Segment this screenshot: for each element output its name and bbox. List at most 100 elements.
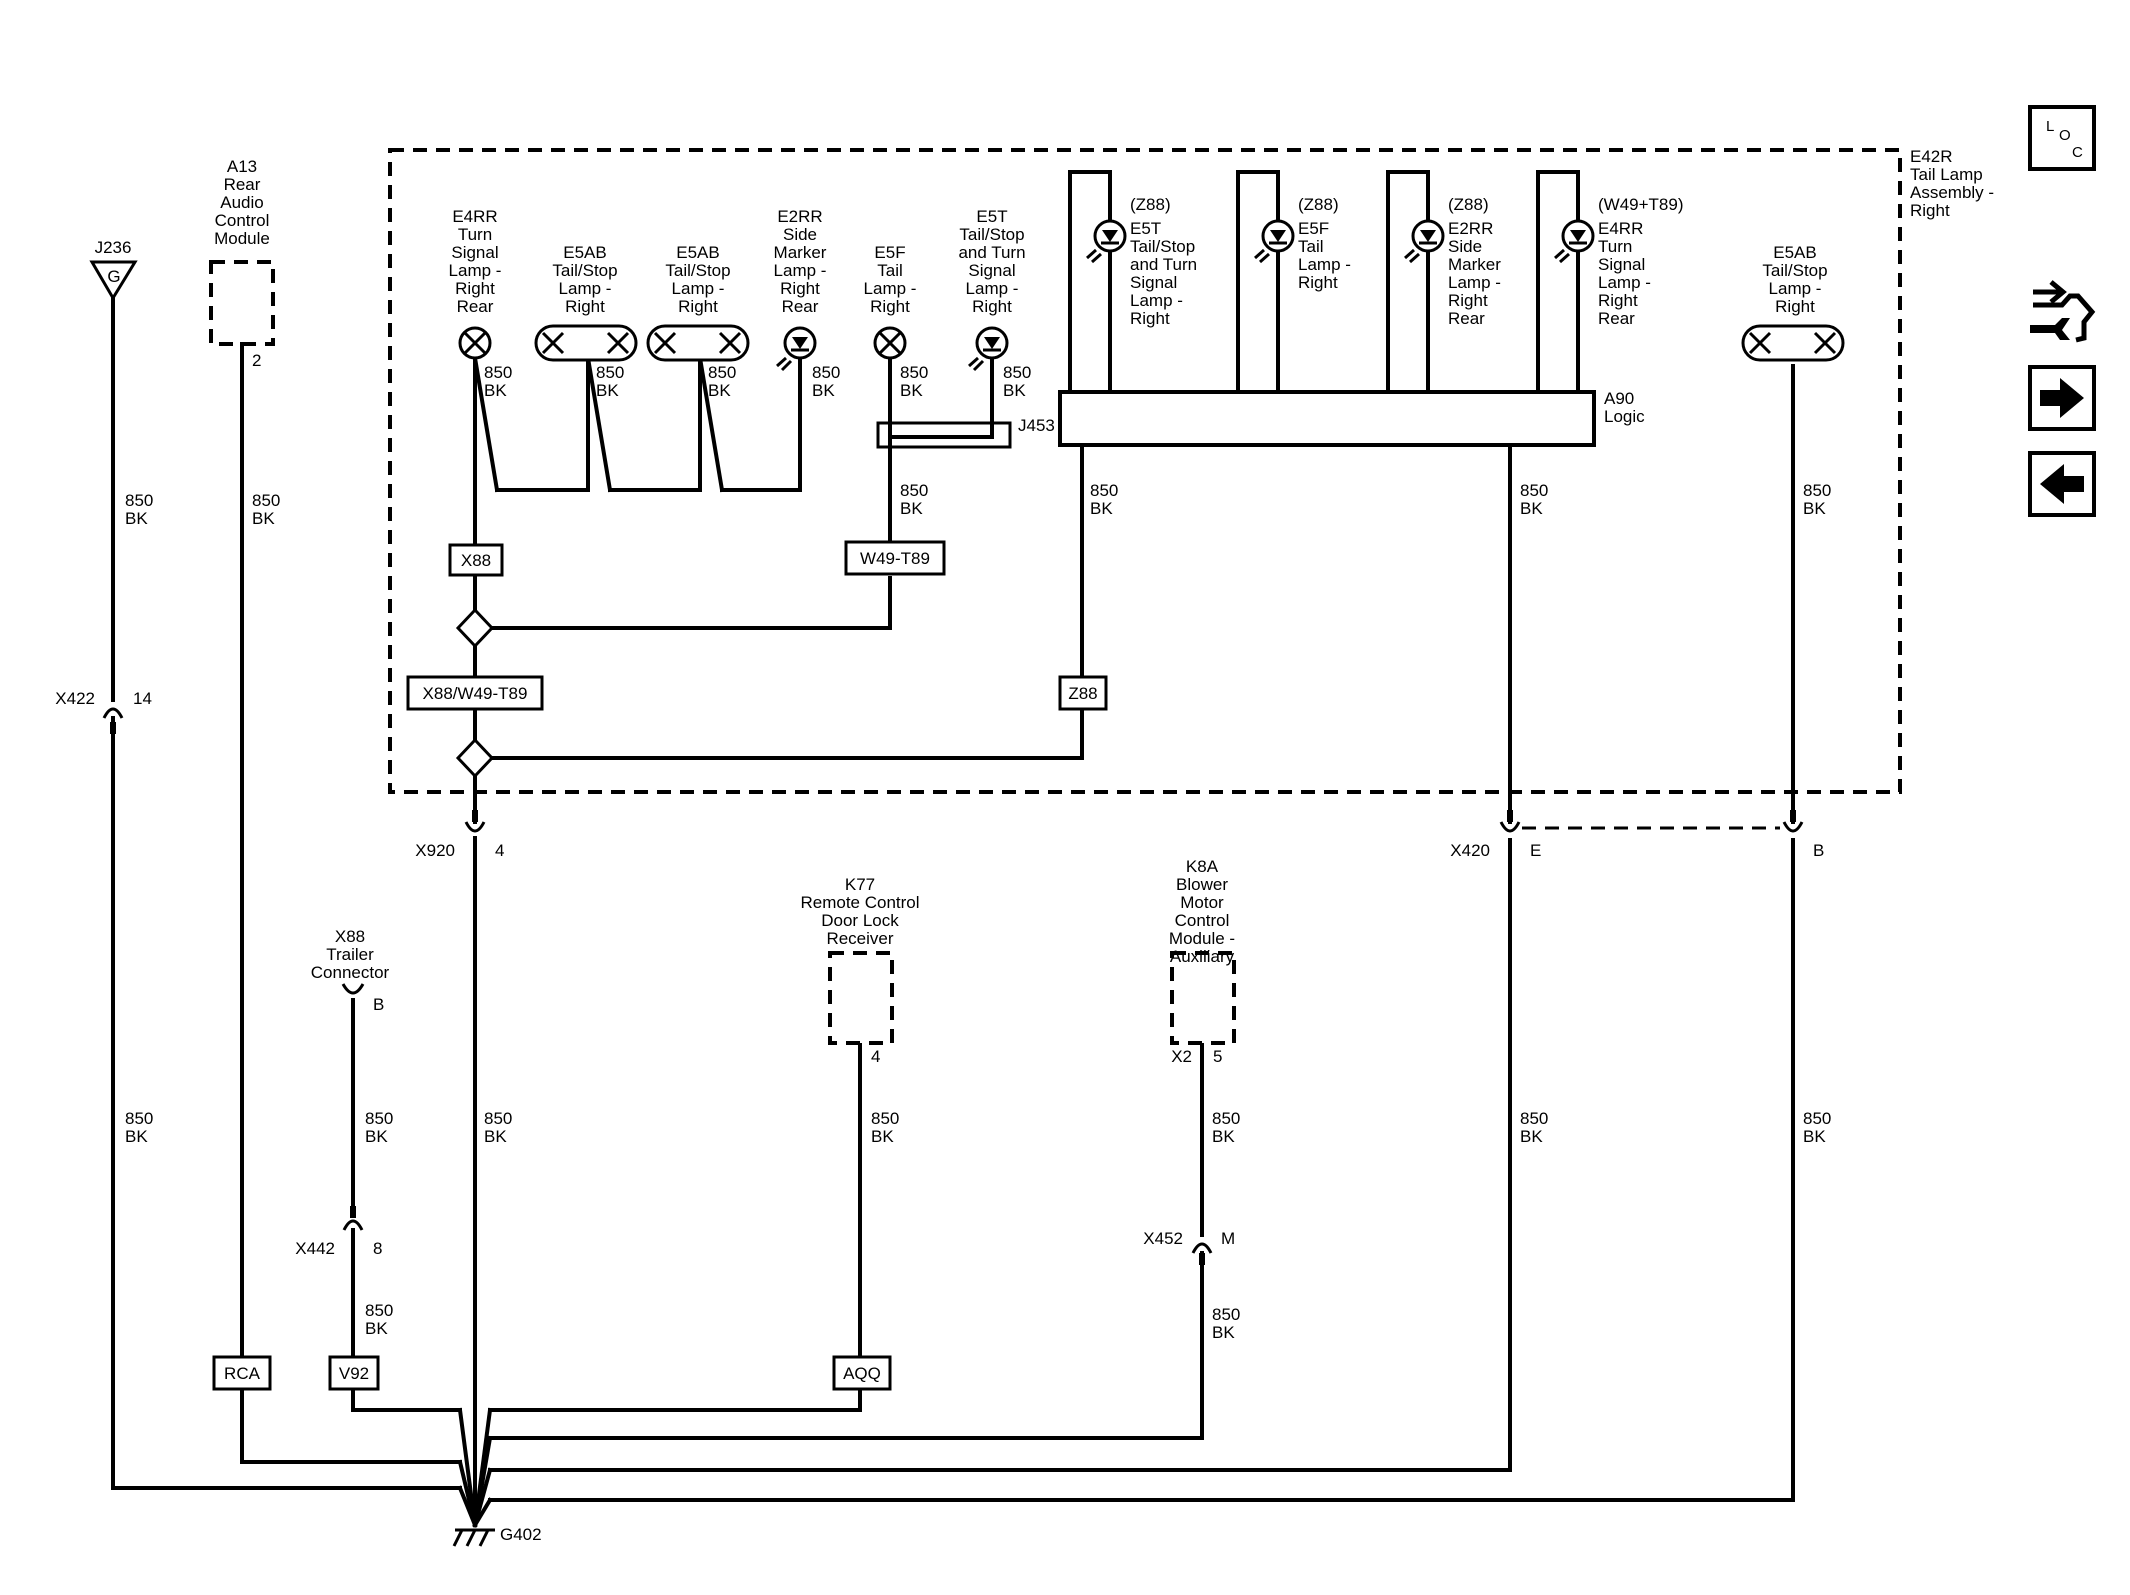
svg-text:Tail/Stop: Tail/Stop — [959, 225, 1024, 244]
svg-text:Right: Right — [1130, 309, 1170, 328]
svg-text:L: L — [2046, 118, 2054, 135]
connector-wrench-icon[interactable] — [2030, 280, 2096, 343]
svg-text:(Z88): (Z88) — [1130, 195, 1171, 214]
svg-text:Lamp -: Lamp - — [1598, 273, 1651, 292]
svg-text:4: 4 — [495, 841, 504, 860]
svg-text:Right: Right — [1598, 291, 1638, 310]
svg-text:BK: BK — [125, 509, 148, 528]
svg-text:Tail/Stop: Tail/Stop — [1130, 237, 1195, 256]
a90-name: A90 — [1604, 389, 1634, 408]
svg-text:850: 850 — [1090, 481, 1118, 500]
k8a-module: K8A Blower Motor Control Module - Auxili… — [1169, 857, 1236, 1066]
svg-text:850: 850 — [125, 491, 153, 510]
option-box-z88: Z88 — [1058, 675, 1108, 711]
svg-text:X920: X920 — [415, 841, 455, 860]
svg-text:Rear: Rear — [1448, 309, 1485, 328]
svg-text:Signal: Signal — [968, 261, 1015, 280]
svg-text:BK: BK — [1803, 499, 1826, 518]
lamp-e5t-led-icon — [968, 326, 1009, 372]
forward-button[interactable] — [2028, 365, 2096, 431]
svg-text:E5AB: E5AB — [1773, 243, 1816, 262]
svg-text:E4RR: E4RR — [452, 207, 497, 226]
svg-text:Right: Right — [678, 297, 718, 316]
svg-text:Audio: Audio — [220, 193, 263, 212]
svg-text:BK: BK — [1212, 1323, 1235, 1342]
svg-text:Door Lock: Door Lock — [821, 911, 899, 930]
svg-text:Tail: Tail — [877, 261, 903, 280]
svg-text:X2: X2 — [1171, 1047, 1192, 1066]
svg-text:AQQ: AQQ — [843, 1364, 881, 1383]
lamp-label-e5ab-2: E5AB Tail/Stop Lamp - Right — [665, 243, 730, 316]
svg-text:Right: Right — [870, 297, 910, 316]
svg-text:and Turn: and Turn — [958, 243, 1025, 262]
svg-text:850: 850 — [252, 491, 280, 510]
assembly-desc-1: Tail Lamp — [1910, 165, 1983, 184]
svg-text:E5T: E5T — [1130, 219, 1161, 238]
svg-text:Lamp -: Lamp - — [449, 261, 502, 280]
svg-text:E2RR: E2RR — [777, 207, 822, 226]
svg-text:850: 850 — [484, 1109, 512, 1128]
svg-text:BK: BK — [1803, 1127, 1826, 1146]
svg-text:Control: Control — [1175, 911, 1230, 930]
svg-text:X420: X420 — [1450, 841, 1490, 860]
splice-diamond-2 — [455, 737, 495, 779]
upper-led-icon-2 — [1254, 219, 1295, 264]
svg-text:E2RR: E2RR — [1448, 219, 1493, 238]
svg-text:O: O — [2059, 127, 2071, 144]
option-box-aqq: AQQ — [832, 1355, 892, 1391]
svg-text:850: 850 — [708, 363, 736, 382]
svg-text:A13: A13 — [227, 157, 257, 176]
svg-text:Right: Right — [780, 279, 820, 298]
svg-text:850: 850 — [365, 1301, 393, 1320]
j453-label: J453 — [1018, 416, 1055, 435]
arrow-right-icon — [2040, 378, 2084, 418]
svg-text:X422: X422 — [55, 689, 95, 708]
upper-lamp-label-3: (Z88) E2RR Side Marker Lamp - Right Rear — [1448, 195, 1501, 328]
svg-text:Signal: Signal — [1598, 255, 1645, 274]
back-button[interactable] — [2028, 451, 2096, 517]
svg-text:BK: BK — [365, 1319, 388, 1338]
svg-text:Tail/Stop: Tail/Stop — [1762, 261, 1827, 280]
upper-led-icon-1 — [1086, 219, 1127, 264]
svg-text:E5AB: E5AB — [563, 243, 606, 262]
svg-text:and Turn: and Turn — [1130, 255, 1197, 274]
svg-text:Rear: Rear — [782, 297, 819, 316]
svg-text:BK: BK — [812, 381, 835, 400]
svg-text:B: B — [1813, 841, 1824, 860]
svg-text:BK: BK — [1520, 499, 1543, 518]
svg-text:Lamp -: Lamp - — [1769, 279, 1822, 298]
svg-text:850: 850 — [125, 1109, 153, 1128]
svg-text:850: 850 — [1803, 1109, 1831, 1128]
svg-text:BK: BK — [125, 1127, 148, 1146]
svg-text:X88: X88 — [335, 927, 365, 946]
option-box-v92: V92 — [328, 1355, 380, 1391]
lamp-e2rr-led-icon — [776, 326, 817, 372]
svg-text:BK: BK — [1090, 499, 1113, 518]
svg-text:Right: Right — [1298, 273, 1338, 292]
a13-module: A13 Rear Audio Control Module 2 — [209, 157, 275, 370]
svg-text:E5AB: E5AB — [676, 243, 719, 262]
ground-label: G402 — [500, 1525, 542, 1544]
svg-text:8: 8 — [373, 1239, 382, 1258]
svg-text:Remote Control: Remote Control — [800, 893, 919, 912]
option-box-rca: RCA — [212, 1355, 272, 1391]
svg-text:Side: Side — [1448, 237, 1482, 256]
svg-text:Lamp -: Lamp - — [1448, 273, 1501, 292]
k77-module: K77 Remote Control Door Lock Receiver 4 — [800, 875, 919, 1066]
svg-text:E: E — [1530, 841, 1541, 860]
svg-text:M: M — [1221, 1229, 1235, 1248]
svg-text:(Z88): (Z88) — [1448, 195, 1489, 214]
j236-label: J236 — [95, 238, 132, 257]
svg-text:Tail/Stop: Tail/Stop — [665, 261, 730, 280]
svg-text:850: 850 — [1520, 481, 1548, 500]
svg-text:850: 850 — [365, 1109, 393, 1128]
arrow-left-icon — [2040, 464, 2084, 504]
svg-text:2: 2 — [252, 351, 261, 370]
svg-text:E5F: E5F — [874, 243, 905, 262]
loc-button[interactable]: L O C — [2028, 105, 2096, 171]
svg-text:Connector: Connector — [311, 963, 390, 982]
svg-text:BK: BK — [484, 381, 507, 400]
svg-text:BK: BK — [708, 381, 731, 400]
